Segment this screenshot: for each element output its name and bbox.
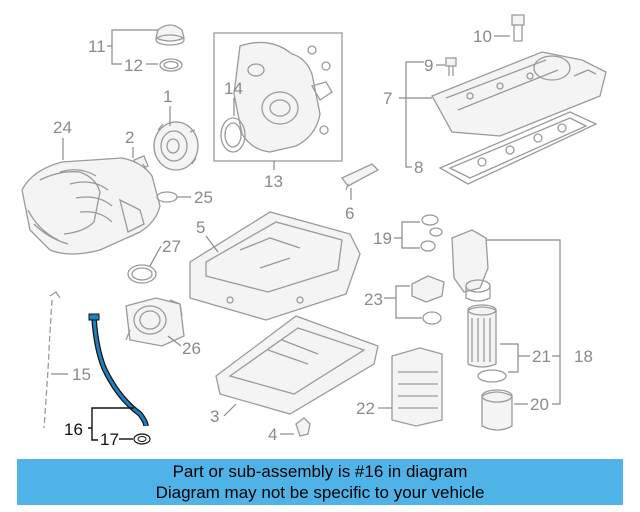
upper-oil-pan-part [189,211,361,321]
valve-cover-gasket-part [438,111,598,185]
oring-21-part [477,369,507,383]
leader-11-12 [107,29,158,65]
callout-7: 7 [383,89,392,108]
callout-20: 20 [530,395,549,414]
gasket-23-part [411,275,445,325]
leader-18 [486,239,561,405]
leader-16 [88,407,134,441]
callout-14: 14 [224,79,243,98]
oil-cooler-part [391,347,443,427]
callout-16: 16 [64,420,83,439]
callout-24: 24 [53,118,72,137]
callout-10: 10 [473,27,492,46]
callout-1: 1 [163,87,172,106]
callout-18: 18 [574,347,593,366]
leader-3 [223,403,237,417]
parts-diagram: 11 12 1 2 24 25 27 26 [21,14,607,449]
seal-14-part [220,117,246,153]
callout-26: 26 [182,339,201,358]
oil-filter-21-part [467,304,497,368]
leader-19 [394,221,420,249]
callout-5: 5 [196,218,205,237]
timing-cover-frame [213,32,343,162]
seals-19-part [420,214,443,252]
oring-25-part [156,191,178,203]
bolt-9-part [445,57,457,76]
sensor-10-part [511,14,525,42]
throttle-body-part [125,297,185,347]
callout-8: 8 [414,158,423,177]
callout-3: 3 [210,407,219,426]
leader-21 [500,343,530,373]
callout-19: 19 [373,229,392,248]
callout-27: 27 [162,237,181,256]
valve-cover-part [431,51,607,137]
callout-15: 15 [72,365,91,384]
timing-cover-part [233,41,333,153]
lower-oil-pan-part [215,315,379,415]
dipstick-tube-16-part [88,313,149,427]
leader-5 [205,235,219,253]
baffle-6-part [340,163,380,187]
pulley-part [153,121,199,171]
seal-17-part [133,433,151,445]
oil-cap-part [155,24,185,72]
drain-plug-4-part [295,417,311,437]
callout-21: 21 [532,347,551,366]
intake-manifold-part [21,157,161,255]
dipstick-15-part [43,291,61,429]
leader-27 [149,245,162,267]
gasket-27-part [127,264,157,284]
leader-7-8 [399,61,432,168]
filter-cap-20-part [481,389,513,431]
filter-housing-part [451,229,491,302]
callout-23: 23 [364,290,383,309]
callout-9: 9 [424,56,433,75]
callout-11: 11 [88,37,106,56]
callout-22: 22 [356,399,375,418]
leader-23 [384,285,422,319]
banner-line-1: Part or sub-assembly is #16 in diagram [172,462,468,481]
callout-17: 17 [100,430,119,449]
banner-line-2: Diagram may not be specific to your vehi… [155,483,485,502]
callout-12: 12 [124,56,143,75]
leader-26 [167,335,182,347]
callout-2: 2 [125,128,134,147]
callout-13: 13 [264,172,283,191]
callout-6: 6 [345,204,354,223]
callout-25: 25 [194,188,213,207]
callout-4: 4 [268,425,277,444]
info-banner: Part or sub-assembly is #16 in diagram D… [17,459,623,505]
